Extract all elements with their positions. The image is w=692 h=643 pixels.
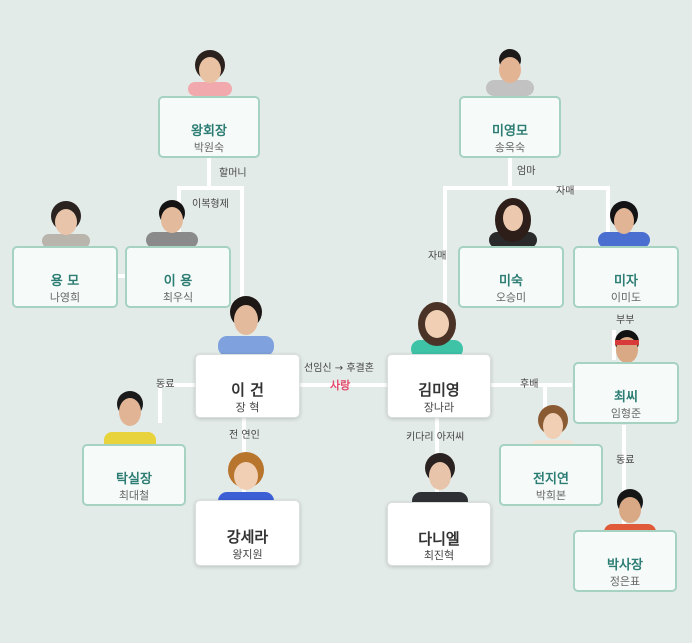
card-yongmo[interactable]: 용 모 나영희: [12, 246, 118, 308]
relation-colleague-left: 동료: [156, 379, 175, 390]
actor-name: 최진혁: [423, 549, 455, 562]
shirt-shape: [146, 232, 198, 248]
character-name: 전지연: [533, 472, 569, 487]
character-name: 미숙: [499, 274, 523, 289]
actor-name: 이미도: [610, 291, 642, 304]
character-name: 이 용: [163, 274, 193, 289]
igeon-portrait: [218, 296, 274, 356]
face-shape: [425, 310, 449, 338]
face-shape: [55, 209, 77, 235]
miyoung-portrait: [486, 49, 534, 96]
relation-grandma: 할머니: [219, 168, 247, 179]
actor-name: 장 혁: [235, 401, 260, 414]
actor-name: 오승미: [495, 291, 527, 304]
iyong-portrait: [146, 200, 198, 248]
card-igeon[interactable]: 이 건 장 혁: [195, 354, 300, 418]
card-wang[interactable]: 왕회장 박원숙: [158, 96, 260, 158]
actor-name: 박원숙: [193, 141, 225, 154]
relation-love: 사랑: [330, 379, 351, 392]
card-miyoung[interactable]: 미영모 송옥숙: [459, 96, 561, 158]
face-shape: [234, 462, 258, 490]
card-tak[interactable]: 탁실장 최대철: [82, 444, 186, 506]
shirt-shape: [411, 340, 463, 358]
tak-portrait: [104, 391, 156, 450]
card-kang[interactable]: 강세라 왕지원: [195, 500, 300, 566]
actor-name: 박희본: [535, 489, 567, 502]
card-iyong[interactable]: 이 용 최우식: [125, 246, 231, 308]
character-name: 왕회장: [191, 124, 227, 139]
relation-colleague-right: 동료: [616, 455, 635, 466]
daniel-portrait: [412, 453, 468, 510]
face-shape: [429, 462, 451, 490]
actor-name: 정은표: [609, 575, 641, 588]
face-shape: [499, 57, 521, 83]
shirt-shape: [218, 336, 274, 356]
actor-name: 최대철: [118, 489, 150, 502]
relation-daddy-long-legs: 키다리 아저씨: [406, 432, 465, 443]
card-daniel[interactable]: 다니엘 최진혁: [387, 502, 491, 566]
relation-half-brothers: 이복형제: [192, 199, 229, 210]
character-name: 이 건: [231, 381, 264, 399]
character-name: 박사장: [607, 558, 643, 573]
character-name: 강세라: [226, 528, 269, 546]
face-shape: [543, 413, 563, 439]
card-kimmi[interactable]: 김미영 장나라: [387, 354, 491, 418]
face-shape: [503, 205, 523, 231]
relation-sisters-left: 자매: [428, 251, 447, 262]
relation-ex-lover: 전 연인: [229, 430, 260, 441]
face-shape: [619, 497, 641, 523]
relation-sisters-top: 자매: [556, 186, 575, 197]
card-mija[interactable]: 미자 이미도: [573, 246, 679, 308]
actor-name: 송옥숙: [494, 141, 526, 154]
character-name: 최씨: [614, 390, 638, 405]
face-shape: [161, 207, 183, 233]
character-name: 탁실장: [116, 472, 152, 487]
headband-shape: [615, 340, 639, 345]
shirt-shape: [188, 82, 232, 96]
actor-name: 최우식: [162, 291, 194, 304]
face-shape: [614, 208, 634, 234]
card-misuk[interactable]: 미숙 오승미: [458, 246, 564, 308]
character-name: 미자: [614, 274, 638, 289]
character-name: 미영모: [492, 124, 528, 139]
character-name: 다니엘: [418, 530, 460, 548]
shirt-shape: [486, 80, 534, 96]
character-name: 김미영: [418, 381, 460, 399]
actor-name: 장나라: [423, 401, 455, 414]
face-shape: [234, 305, 258, 335]
relation-junior: 후배: [520, 379, 539, 390]
relation-couple: 부부: [616, 315, 635, 326]
actor-name: 임형준: [610, 407, 642, 420]
character-name: 용 모: [50, 274, 80, 289]
relation-blind-date: 선임신 → 후결혼: [304, 363, 374, 374]
shirt-shape: [42, 234, 90, 248]
misuk-portrait: [489, 198, 537, 248]
card-choi[interactable]: 최씨 임형준: [573, 362, 679, 424]
face-shape: [119, 398, 141, 426]
actor-name: 나영희: [49, 291, 81, 304]
shirt-shape: [598, 232, 650, 248]
card-park[interactable]: 박사장 정은표: [573, 530, 677, 592]
kimmi-portrait: [411, 302, 463, 358]
card-jeon[interactable]: 전지연 박희본: [499, 444, 603, 506]
actor-name: 왕지원: [232, 548, 263, 561]
relation-mom: 엄마: [517, 166, 536, 177]
face-shape: [199, 57, 221, 83]
yongmo-portrait: [42, 201, 90, 248]
mija-portrait: [598, 201, 650, 248]
wang-portrait: [188, 50, 232, 96]
